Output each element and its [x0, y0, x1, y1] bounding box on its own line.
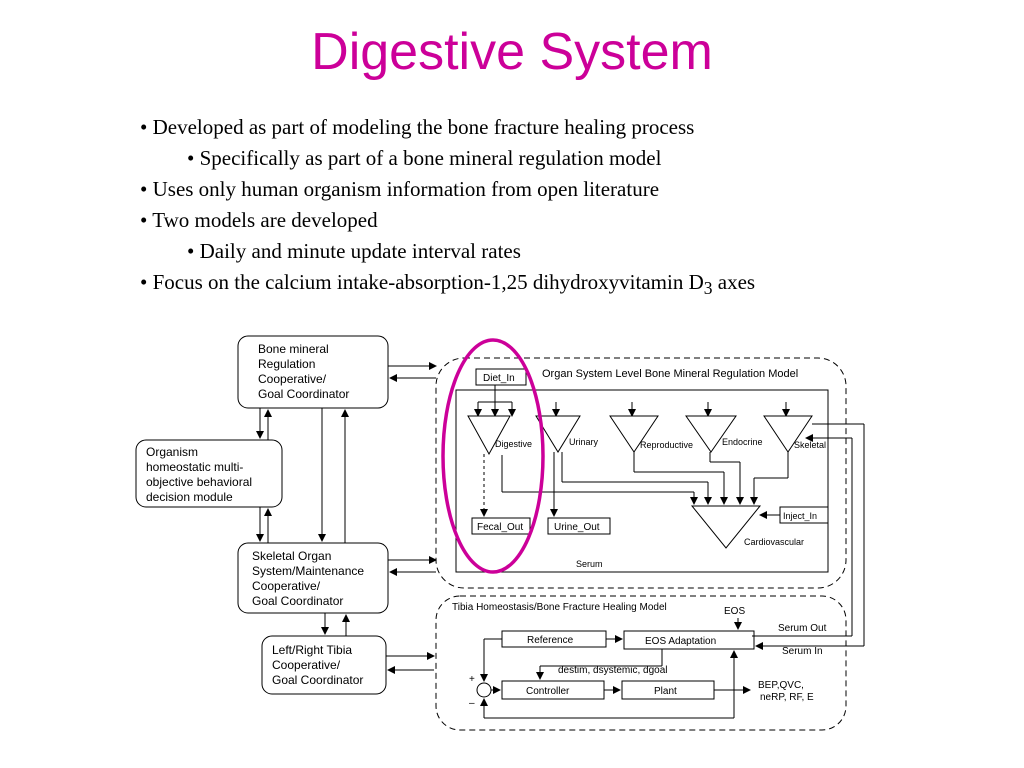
organ-label-reproductive: Reproductive — [640, 440, 693, 450]
output-label: BEP,QVC, — [758, 680, 804, 691]
urine-out-label: Urine_Out — [554, 522, 600, 533]
reproductive-triangle — [609, 415, 659, 453]
box-label: Skeletal Organ — [252, 549, 331, 563]
eos-adaptation-box — [623, 630, 755, 650]
box-label: homeostatic multi- — [146, 460, 243, 474]
bullet-item: • Developed as part of modeling the bone… — [140, 115, 695, 139]
diet-in-label: Diet_In — [483, 373, 515, 384]
reference-label: Reference — [527, 635, 574, 646]
urinary-triangle — [535, 415, 581, 453]
diet-in-box — [475, 368, 527, 386]
organ-model-title: Organ System Level Bone Mineral Regulati… — [542, 368, 798, 380]
tibia-model-title: Tibia Homeostasis/Bone Fracture Healing … — [452, 602, 667, 613]
bullet-item: • Uses only human organism information f… — [140, 177, 660, 201]
box-label: System/Maintenance — [252, 564, 364, 578]
organ-label-endocrine: Endocrine — [722, 437, 763, 447]
cardiovascular-label: Cardiovascular — [744, 537, 804, 547]
bullet-item: • Focus on the calcium intake-absorption… — [140, 270, 756, 299]
tibia-model-container — [435, 595, 847, 731]
eos-label: EOS — [724, 606, 745, 617]
bullet-subitem: • Specifically as part of a bone mineral… — [187, 146, 662, 170]
box-label: Cooperative/ — [252, 579, 321, 593]
plus-sign: + — [469, 674, 475, 685]
box-label: objective behavioral — [146, 475, 252, 489]
organ-label-digestive: Digestive — [495, 439, 532, 449]
digestive-highlight-ellipse — [441, 338, 545, 574]
bullet-subitem: • Daily and minute update interval rates — [187, 239, 521, 263]
organ-label-skeletal: Skeletal — [794, 440, 826, 450]
organ-triangles — [467, 415, 813, 549]
digestive-triangle — [467, 415, 511, 456]
organ-internal-lines — [474, 385, 790, 519]
box-label: Regulation — [258, 357, 315, 371]
output-label: neRP, RF, E — [760, 692, 814, 703]
tibia-internal-lines — [480, 423, 865, 719]
box-label: Goal Coordinator — [252, 594, 343, 608]
goals-label: destim, dsystemic, dgoal — [558, 665, 668, 676]
box-label: Organism — [146, 445, 198, 459]
cardiovascular-triangle — [690, 505, 762, 549]
inject-in-box — [779, 506, 829, 524]
box-label: Goal Coordinator — [272, 673, 363, 687]
fecal-out-box — [471, 517, 531, 535]
box-label: Cooperative/ — [258, 372, 327, 386]
controller-label: Controller — [526, 686, 570, 697]
summing-junction — [476, 682, 492, 698]
bone-mineral-box — [237, 335, 389, 409]
tibia-box — [261, 635, 387, 695]
skeletal-box — [237, 542, 389, 614]
endocrine-triangle — [685, 415, 737, 453]
serum-out-label: Serum Out — [778, 623, 827, 634]
slide-title: Digestive System — [311, 23, 713, 81]
inject-in-label: Inject_In — [783, 511, 817, 521]
box-label: Cooperative/ — [272, 658, 341, 672]
box-label: Left/Right Tibia — [272, 643, 352, 657]
left-connectors — [256, 362, 437, 674]
serum-label: Serum — [576, 559, 603, 569]
organism-box — [135, 439, 283, 508]
plant-label: Plant — [654, 686, 677, 697]
organ-model-inner — [455, 389, 829, 573]
box-label: decision module — [146, 490, 233, 504]
box-label: Goal Coordinator — [258, 387, 349, 401]
organ-label-urinary: Urinary — [569, 437, 599, 447]
skeletal-triangle — [763, 415, 813, 453]
serum-in-label: Serum In — [782, 646, 823, 657]
fecal-out-label: Fecal_Out — [477, 522, 523, 533]
eos-adaptation-label: EOS Adaptation — [645, 636, 716, 647]
bullet-list: • Developed as part of modeling the bone… — [140, 112, 1000, 298]
minus-sign: – — [469, 698, 475, 709]
urine-out-box — [547, 517, 611, 535]
bullet-item: • Two models are developed — [140, 208, 378, 232]
organ-model-container — [435, 357, 847, 589]
subscript: 3 — [703, 278, 713, 299]
box-label: Bone mineral — [258, 342, 329, 356]
